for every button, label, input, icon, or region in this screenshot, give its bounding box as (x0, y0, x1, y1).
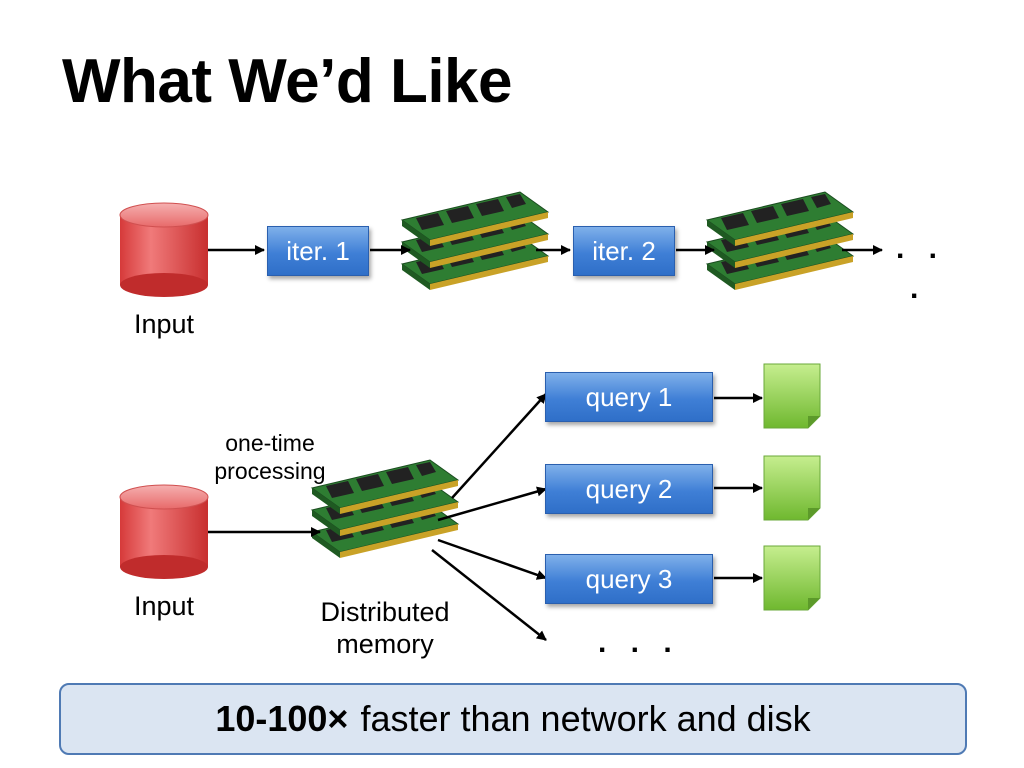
result-document-icon (763, 363, 821, 429)
memory-ram-icon (402, 192, 548, 290)
query-2-box: query 2 (545, 464, 713, 514)
speedup-text: faster than network and disk (360, 698, 811, 739)
input-label: Input (133, 309, 195, 339)
arrow (431, 549, 547, 641)
processing-label: one-time processing (196, 430, 344, 485)
arrow (437, 538, 547, 580)
query-1-box: query 1 (545, 372, 713, 422)
processing-label-line: processing (214, 457, 326, 484)
distributed-memory-label: Distributed memory (300, 596, 470, 661)
database-cylinder-icon (119, 202, 209, 297)
more-queries-dots: . . . (598, 626, 680, 659)
page-title: What We’d Like (62, 47, 513, 116)
memory-label-line: memory (336, 629, 434, 660)
speedup-factor: 10-100× (215, 698, 349, 739)
query-3-box: query 3 (545, 554, 713, 604)
memory-label-line: Distributed (320, 597, 450, 627)
speedup-banner: 10-100× faster than network and disk (59, 683, 967, 755)
iteration-1-box: iter. 1 (267, 226, 369, 276)
continuation-dots: . (910, 272, 927, 305)
result-document-icon (763, 545, 821, 611)
database-cylinder-icon (119, 484, 209, 579)
iteration-2-box: iter. 2 (573, 226, 675, 276)
continuation-dots: . . (896, 232, 946, 265)
processing-label-line: one-time (225, 430, 315, 456)
result-document-icon (763, 455, 821, 521)
memory-ram-icon (707, 192, 853, 290)
arrow (451, 393, 547, 499)
input-label: Input (133, 591, 195, 621)
arrow (437, 486, 547, 522)
